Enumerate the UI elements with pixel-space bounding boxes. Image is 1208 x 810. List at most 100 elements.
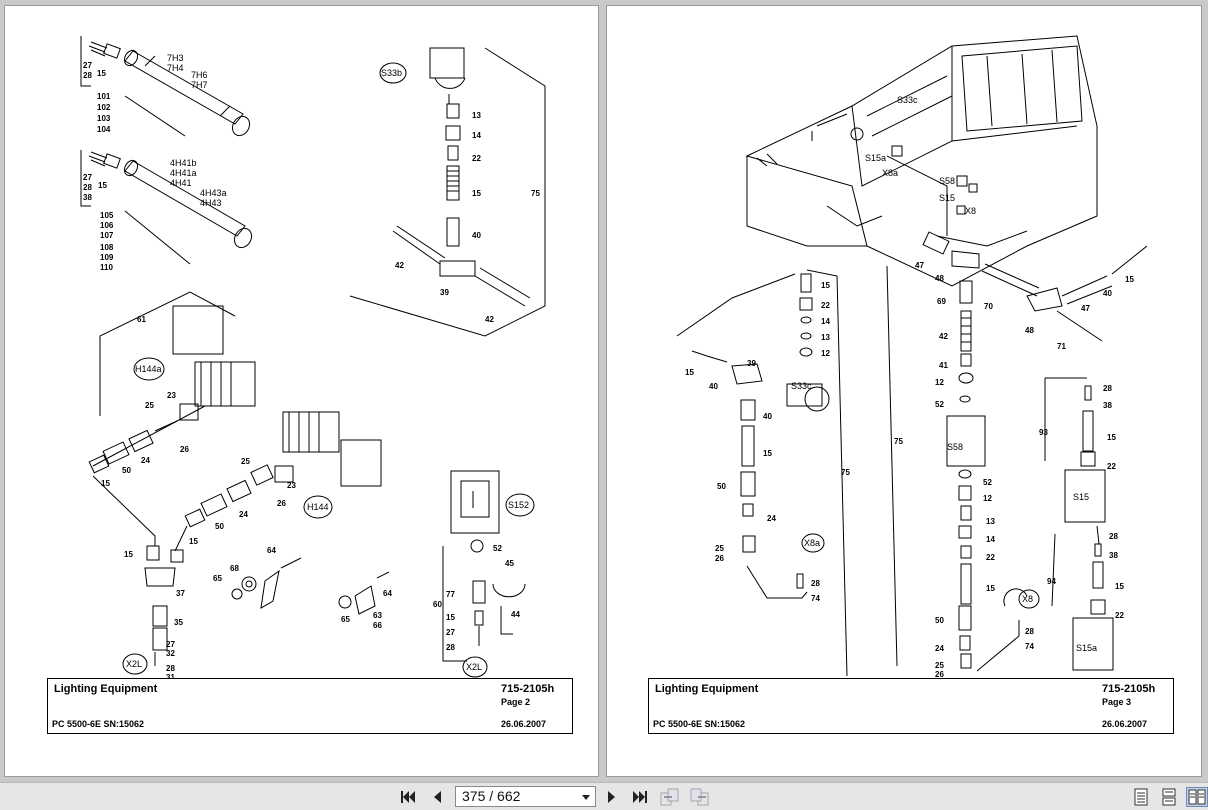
first-page-icon[interactable] <box>398 787 418 807</box>
svg-text:27: 27 <box>83 173 92 182</box>
svg-text:50: 50 <box>122 466 131 475</box>
svg-text:23: 23 <box>287 481 296 490</box>
title-text: Lighting Equipment <box>54 683 158 695</box>
title-block-right: Lighting Equipment PC 5500-6E SN:15062 7… <box>648 678 1174 734</box>
page-indicator: 375 / 662 <box>462 788 521 804</box>
svg-text:15: 15 <box>98 181 107 190</box>
drawing-code: 715-2105h <box>1102 683 1156 695</box>
ref-bubbles: S33b H144a H144 S152 X2L X2L <box>122 62 535 678</box>
svg-text:12: 12 <box>983 494 992 503</box>
svg-text:15: 15 <box>189 537 198 546</box>
svg-text:38: 38 <box>1109 551 1118 560</box>
next-page-icon[interactable] <box>602 787 622 807</box>
svg-text:75: 75 <box>531 189 540 198</box>
svg-text:4H41b: 4H41b <box>170 158 197 168</box>
svg-text:7H4: 7H4 <box>167 63 184 73</box>
svg-text:13: 13 <box>472 111 481 120</box>
svg-text:4H41a: 4H41a <box>170 168 197 178</box>
svg-text:27: 27 <box>446 628 455 637</box>
svg-text:26: 26 <box>715 554 724 563</box>
svg-text:25: 25 <box>241 457 250 466</box>
svg-text:28: 28 <box>1109 532 1118 541</box>
svg-text:40: 40 <box>709 382 718 391</box>
svg-text:X8a: X8a <box>882 168 898 178</box>
svg-text:22: 22 <box>1115 611 1124 620</box>
svg-text:15: 15 <box>472 189 481 198</box>
svg-text:7H3: 7H3 <box>167 53 184 63</box>
svg-text:66: 66 <box>373 621 382 630</box>
drawing-date: 26.06.2007 <box>1102 719 1148 729</box>
svg-text:70: 70 <box>984 302 993 311</box>
svg-text:4H43a: 4H43a <box>200 188 227 198</box>
svg-text:14: 14 <box>986 535 995 544</box>
svg-text:27: 27 <box>166 640 175 649</box>
svg-text:S33c: S33c <box>897 95 918 105</box>
svg-text:28: 28 <box>1025 627 1034 636</box>
svg-text:28: 28 <box>811 579 820 588</box>
svg-text:S15: S15 <box>1073 492 1089 502</box>
svg-text:64: 64 <box>383 589 392 598</box>
drawing-date: 26.06.2007 <box>501 719 547 729</box>
s33b-stack <box>349 47 546 337</box>
light-bar-2 <box>80 150 253 265</box>
svg-text:47: 47 <box>1081 304 1090 313</box>
svg-text:X8a: X8a <box>804 538 820 548</box>
prev-page-icon[interactable] <box>427 787 447 807</box>
svg-text:24: 24 <box>239 510 248 519</box>
svg-text:41: 41 <box>939 361 948 370</box>
svg-text:15: 15 <box>124 550 133 559</box>
svg-text:110: 110 <box>100 263 113 272</box>
single-page-icon[interactable] <box>1131 787 1151 807</box>
svg-text:68: 68 <box>230 564 239 573</box>
svg-text:26: 26 <box>180 445 189 454</box>
facing-pages-icon[interactable] <box>1186 787 1208 807</box>
svg-text:24: 24 <box>767 514 776 523</box>
svg-text:52: 52 <box>935 400 944 409</box>
go-back-view-icon[interactable] <box>660 787 680 807</box>
cab-frame <box>745 35 1098 287</box>
svg-text:94: 94 <box>1047 577 1056 586</box>
last-page-icon[interactable] <box>630 787 650 807</box>
svg-text:28: 28 <box>166 664 175 673</box>
svg-text:13: 13 <box>986 517 995 526</box>
right-stack <box>1044 377 1114 671</box>
svg-text:15: 15 <box>1115 582 1124 591</box>
svg-text:25: 25 <box>935 661 944 670</box>
svg-text:42: 42 <box>939 332 948 341</box>
svg-text:12: 12 <box>821 349 830 358</box>
svg-text:X8: X8 <box>1022 594 1033 604</box>
svg-text:7H6: 7H6 <box>191 70 208 80</box>
svg-text:S33c: S33c <box>791 381 812 391</box>
svg-text:15: 15 <box>1125 275 1134 284</box>
drawing-code: 715-2105h <box>501 683 555 695</box>
continuous-page-icon[interactable] <box>1159 787 1179 807</box>
svg-text:26: 26 <box>277 499 286 508</box>
svg-text:15: 15 <box>97 69 106 78</box>
svg-text:22: 22 <box>472 154 481 163</box>
page-number-select[interactable]: 375 / 662 <box>455 786 596 807</box>
svg-text:38: 38 <box>1103 401 1112 410</box>
model-text: PC 5500-6E SN:15062 <box>653 719 746 729</box>
svg-text:74: 74 <box>811 594 820 603</box>
go-forward-view-icon[interactable] <box>690 787 710 807</box>
svg-text:32: 32 <box>166 649 175 658</box>
svg-text:35: 35 <box>174 618 183 627</box>
svg-text:47: 47 <box>915 261 924 270</box>
svg-text:25: 25 <box>715 544 724 553</box>
svg-text:X8: X8 <box>965 206 976 216</box>
svg-text:S152: S152 <box>508 500 529 510</box>
svg-text:61: 61 <box>137 315 146 324</box>
svg-text:X2L: X2L <box>126 659 142 669</box>
svg-text:38: 38 <box>83 193 92 202</box>
svg-text:S58: S58 <box>947 442 963 452</box>
center-stack <box>886 231 1148 672</box>
svg-text:65: 65 <box>341 615 350 624</box>
svg-text:75: 75 <box>841 468 850 477</box>
svg-text:S15: S15 <box>939 193 955 203</box>
svg-text:48: 48 <box>935 274 944 283</box>
svg-text:14: 14 <box>472 131 481 140</box>
svg-text:108: 108 <box>100 243 114 252</box>
